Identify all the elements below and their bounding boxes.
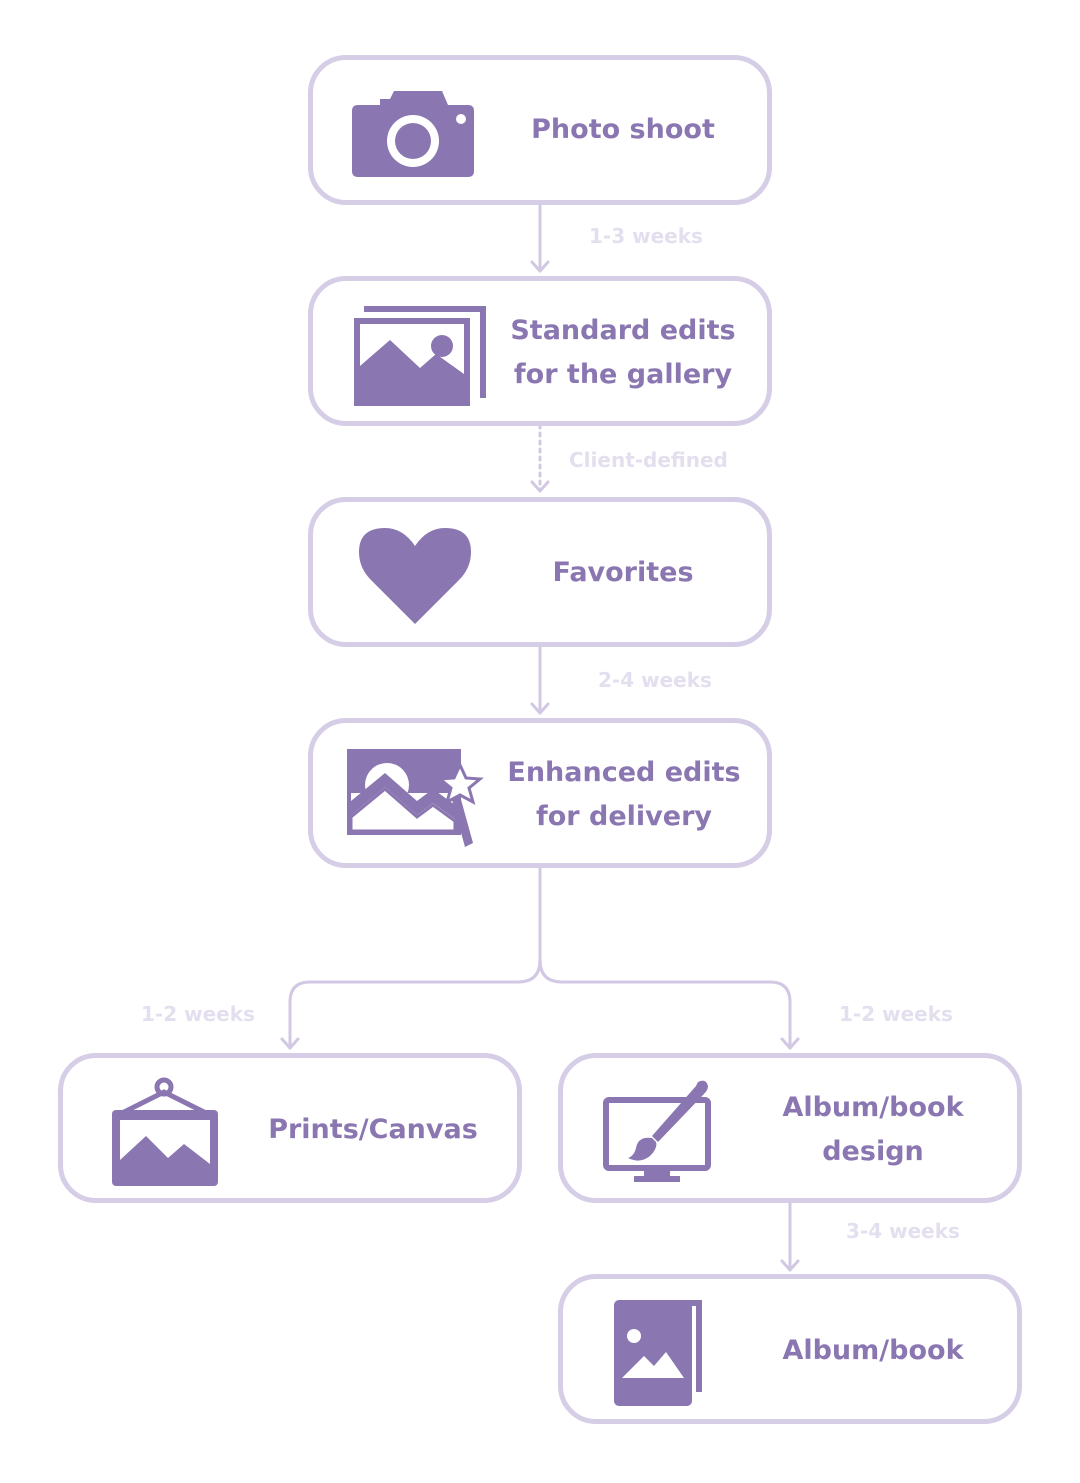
hanging-picture-icon xyxy=(112,1077,218,1186)
edge-label-album-design-to-album: 3-4 weeks xyxy=(846,1219,960,1243)
node-label: Album/book xyxy=(782,1335,964,1366)
arrowhead xyxy=(780,1037,800,1050)
node-album-design: Album/book design xyxy=(558,1053,1022,1203)
monitor-paintbrush-icon xyxy=(603,1080,711,1182)
node-label-line2: for delivery xyxy=(536,801,712,832)
node-label-line1: Enhanced edits xyxy=(507,757,741,788)
edge-label-shoot-to-standard: 1-3 weeks xyxy=(589,224,703,248)
edge-label-enhanced-to-prints: 1-2 weeks xyxy=(141,1002,255,1026)
node-label-line1: Standard edits xyxy=(510,315,736,346)
photo-book-icon xyxy=(614,1300,702,1406)
edge-label-favorites-to-enhanced: 2-4 weeks xyxy=(598,668,712,692)
node-label: Prints/Canvas xyxy=(268,1114,478,1145)
node-label-line1: Album/book xyxy=(782,1092,964,1123)
arrowhead xyxy=(530,480,550,493)
node-label-line2: design xyxy=(822,1136,924,1167)
arrowhead xyxy=(780,1259,800,1272)
arrowhead xyxy=(530,260,550,273)
camera-icon xyxy=(352,91,474,177)
node-album-book: Album/book xyxy=(558,1274,1022,1424)
node-enhanced-edits: Enhanced edits for delivery xyxy=(308,718,772,868)
edge-enhanced-to-prints xyxy=(288,864,542,1050)
heart-icon xyxy=(359,528,471,624)
node-label: Photo shoot xyxy=(531,114,715,145)
node-label: Favorites xyxy=(552,557,694,588)
magic-wand-photo-icon xyxy=(347,749,484,847)
node-label-line2: for the gallery xyxy=(513,359,733,390)
photo-gallery-icon xyxy=(354,306,486,406)
node-prints-canvas: Prints/Canvas xyxy=(58,1053,522,1203)
edge-enhanced-to-album-design xyxy=(538,958,792,1050)
edge-label-standard-to-favorites: Client-defined xyxy=(569,448,728,472)
node-photo-shoot: Photo shoot xyxy=(308,55,772,205)
node-favorites: Favorites xyxy=(308,497,772,647)
node-standard-edits: Standard edits for the gallery xyxy=(308,276,772,426)
arrowhead xyxy=(530,702,550,715)
edge-label-enhanced-to-album-design: 1-2 weeks xyxy=(839,1002,953,1026)
arrowhead xyxy=(280,1037,300,1050)
